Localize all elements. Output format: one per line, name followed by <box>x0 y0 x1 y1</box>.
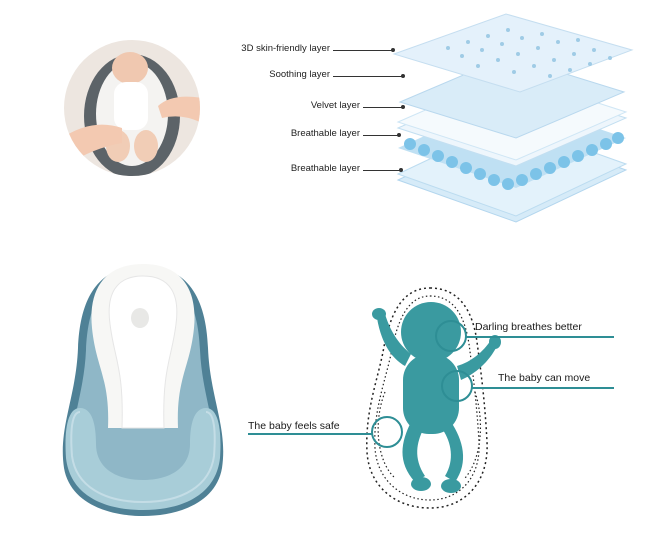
leader-line <box>363 107 403 108</box>
callout-line <box>472 387 614 389</box>
layer-label-breathable-1: Breathable layer <box>290 128 360 139</box>
layer-label-3d-skin-friendly: 3D skin-friendly layer <box>241 43 330 54</box>
leader-dot <box>401 105 405 109</box>
layer-label-breathable-2: Breathable layer <box>290 163 360 174</box>
callout-line <box>248 433 372 435</box>
leader-dot <box>397 133 401 137</box>
callout-baby-can-move: The baby can move <box>498 372 591 384</box>
leader-line <box>363 135 399 136</box>
leader-dot <box>399 168 403 172</box>
layer-label-velvet: Velvet layer <box>310 100 360 111</box>
leader-dot <box>391 48 395 52</box>
baby-photo <box>64 40 200 176</box>
callout-line <box>466 336 614 338</box>
callout-breathes-better: Darling breathes better <box>475 321 582 333</box>
callout-baby-feels-safe: The baby feels safe <box>248 420 340 432</box>
layer-label-soothing: Soothing layer <box>269 69 330 80</box>
baby-silhouette-diagram <box>366 287 501 509</box>
layer-stack <box>392 13 634 223</box>
leader-line <box>333 76 403 77</box>
leader-line <box>333 50 393 51</box>
leader-line <box>363 170 401 171</box>
leader-dot <box>401 74 405 78</box>
pillow-product <box>62 264 224 516</box>
